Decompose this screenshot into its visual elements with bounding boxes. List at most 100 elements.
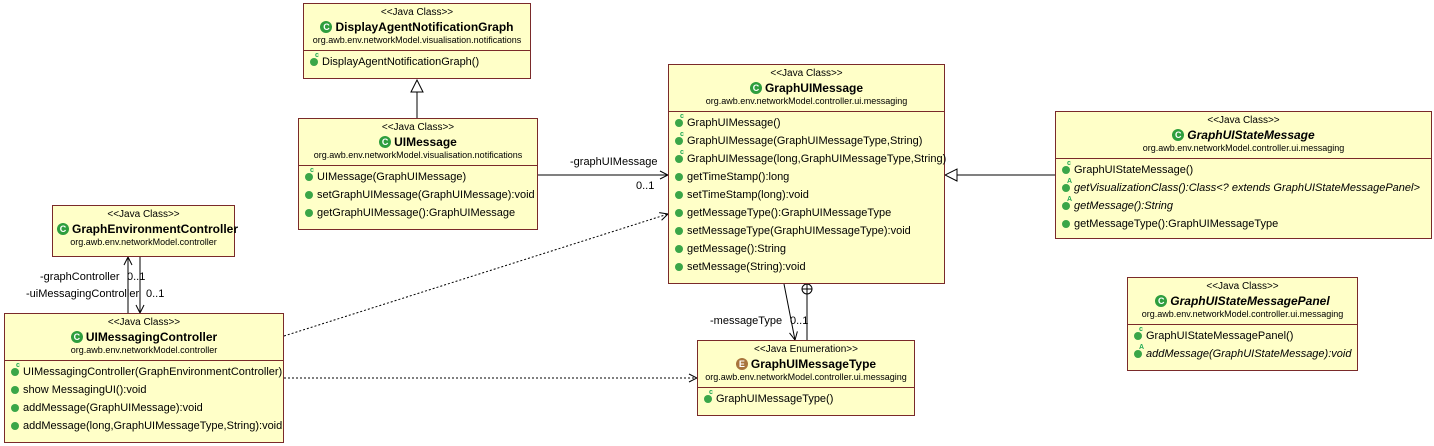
stereotype: <<Java Class>>	[770, 68, 843, 79]
class-icon: C	[57, 223, 69, 235]
class-icon: C	[320, 21, 333, 33]
abstract-mark: A	[1067, 195, 1073, 203]
constructor-icon: c	[704, 389, 713, 403]
constructor-icon: c	[1062, 160, 1071, 174]
method-icon	[1062, 219, 1070, 228]
operation[interactable]: setMessage(String):void	[669, 258, 944, 276]
operation[interactable]: getMessageType():GraphUIMessageType	[669, 204, 944, 222]
role-label-ui-messaging-controller: -uiMessagingController	[26, 288, 140, 300]
constructor-icon: c	[11, 362, 20, 376]
stereotype: <<Java Class>>	[1206, 281, 1279, 292]
constructor-icon: c	[310, 52, 319, 66]
multiplicity-graph-controller: 0..1	[127, 271, 146, 283]
stereotype: <<Java Class>>	[380, 7, 454, 18]
operation-text: getMessage():String	[1074, 199, 1174, 212]
stereotype: <<Java Class>>	[107, 209, 180, 220]
operation[interactable]: addMessage(long,GraphUIMessageType,Strin…	[5, 417, 283, 435]
constructor-mark: c	[310, 166, 314, 174]
operation[interactable]: getMessage():String	[669, 240, 944, 258]
constructor-mark: c	[680, 130, 684, 138]
class-name-text: UIMessagingController	[85, 329, 218, 344]
operation[interactable]: show MessagingUI():void	[5, 381, 283, 399]
method-icon	[675, 172, 683, 181]
package-name: org.awb.env.networkModel.controller.ui.m…	[705, 95, 908, 106]
class-icon: C	[70, 331, 83, 343]
package-name: org.awb.env.networkModel.controller.ui.m…	[1142, 142, 1345, 153]
stereotype: <<Java Class>>	[1207, 115, 1280, 126]
class-icon: C	[749, 82, 762, 94]
operation[interactable]: getTimeStamp():long	[669, 168, 944, 186]
operation-text: getTimeStamp():long	[687, 170, 790, 183]
class-name-text: UIMessage	[394, 134, 457, 149]
package-name: org.awb.env.networkModel.controller	[70, 344, 218, 355]
class-icon: C	[379, 136, 392, 148]
operation[interactable]: setMessageType(GraphUIMessageType):void	[669, 222, 944, 240]
operation-text: GraphUIMessage()	[687, 116, 781, 129]
operation-text: UIMessagingController(GraphEnvironmentCo…	[23, 365, 283, 378]
stereotype: <<Java Class>>	[107, 317, 181, 328]
class-name-text: GraphUIMessageType	[750, 356, 877, 371]
class-name-text: GraphUIStateMessagePanel	[1170, 293, 1330, 308]
operation-text: getGraphUIMessage():GraphUIMessage	[317, 206, 516, 219]
stereotype: <<Java Enumeration>>	[754, 344, 858, 355]
association-graphuimessage-messagetype	[783, 283, 795, 340]
role-label-message-type: -messageType	[710, 315, 783, 327]
operation-text: addMessage(long,GraphUIMessageType,Strin…	[23, 419, 283, 432]
operation-text: show MessagingUI():void	[23, 383, 147, 396]
constructor-mark: c	[1139, 325, 1143, 333]
enum-icon: E	[735, 358, 748, 370]
abstract-mark: A	[1139, 343, 1145, 351]
operation-text: GraphUIStateMessage()	[1074, 163, 1194, 176]
operation[interactable]: getGraphUIMessage():GraphUIMessage	[299, 204, 537, 222]
operation-text: UIMessage(GraphUIMessage)	[317, 170, 467, 183]
method-icon	[675, 244, 683, 253]
abstract-class-icon: C	[1155, 295, 1168, 307]
constructor-mark: c	[680, 148, 684, 156]
operation[interactable]: addMessage(GraphUIMessage):void	[5, 399, 283, 417]
operation-text: DisplayAgentNotificationGraph()	[322, 55, 480, 68]
constructor-icon: c	[675, 113, 684, 127]
operation[interactable]: getMessageType():GraphUIMessageType	[1056, 215, 1431, 233]
package-name: org.awb.env.networkModel.controller.ui.m…	[1141, 308, 1344, 319]
operation-text: setMessageType(GraphUIMessageType):void	[687, 224, 911, 237]
constructor-mark: c	[680, 112, 684, 120]
operation[interactable]: setGraphUIMessage(GraphUIMessage):void	[299, 186, 537, 204]
class-name-text: DisplayAgentNotificationGraph	[335, 19, 514, 34]
operation-text: getMessage():String	[687, 242, 787, 255]
operation-text: getMessageType():GraphUIMessageType	[687, 206, 892, 219]
multiplicity-ui-messaging-controller: 0..1	[146, 288, 165, 300]
operation[interactable]: setTimeStamp(long):void	[669, 186, 944, 204]
constructor-icon: c	[675, 131, 684, 145]
